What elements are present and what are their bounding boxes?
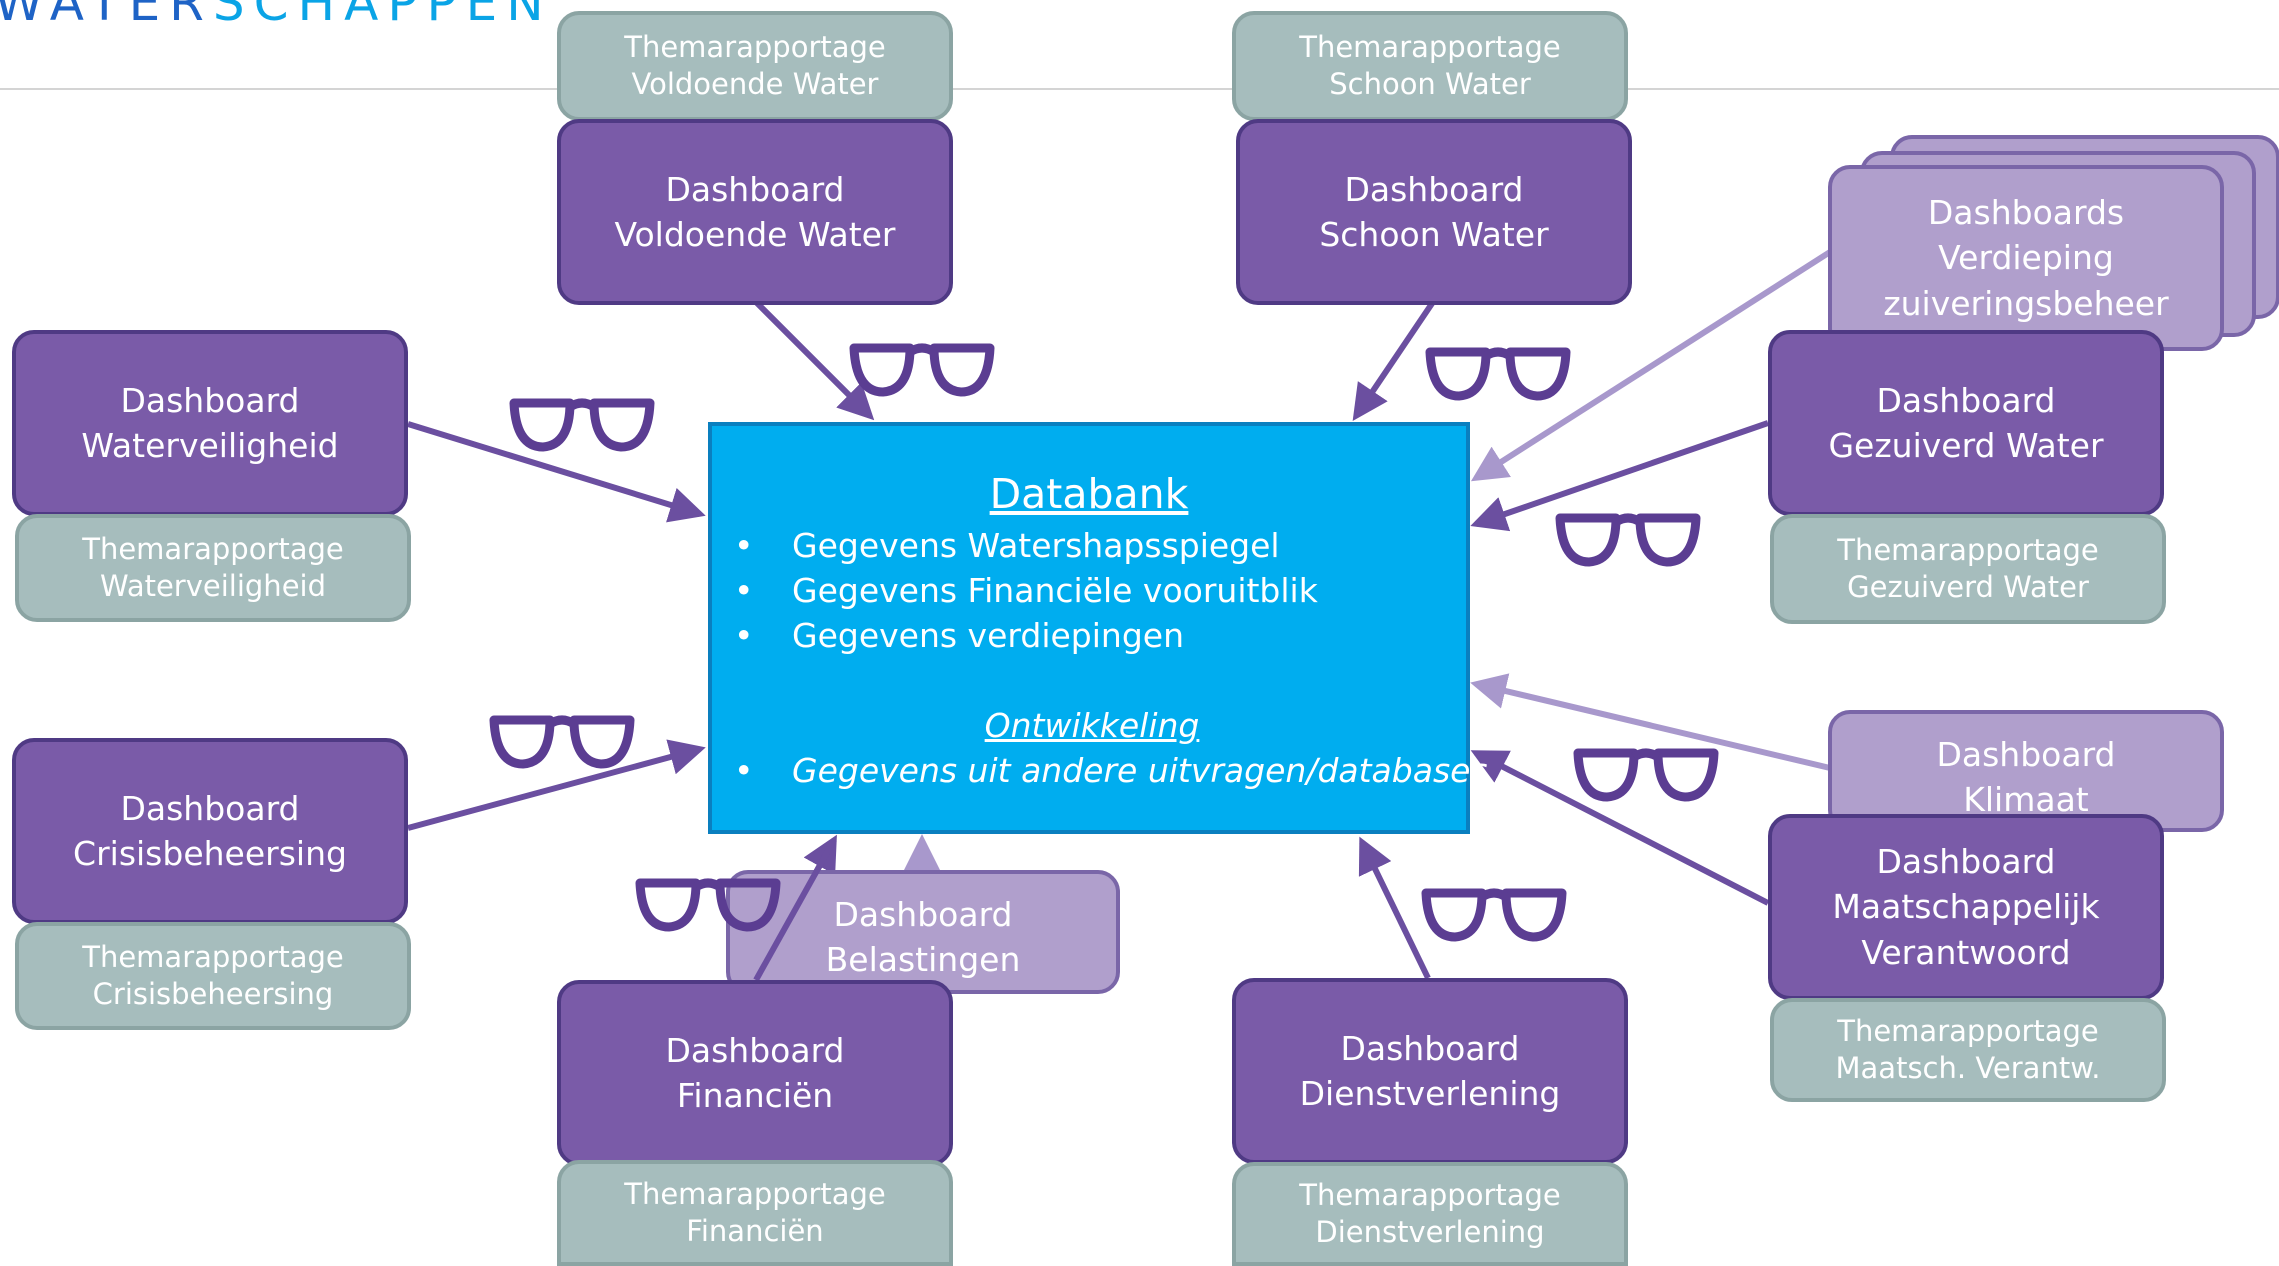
arrow-verdieping [1470, 249, 1832, 482]
dashboard-crisisbeheersing[interactable]: Dashboard Crisisbeheersing [12, 738, 408, 924]
dashboard-maatschappelijk-verantwoord[interactable]: Dashboard Maatschappelijk Verantwoord [1768, 814, 2164, 1000]
divider [0, 88, 2279, 90]
thema-gezuiverd-water[interactable]: Themarapportage Gezuiverd Water [1770, 514, 2166, 624]
thema-crisisbeheersing[interactable]: Themarapportage Crisisbeheersing [15, 922, 411, 1030]
dashboard-financien[interactable]: Dashboard Financiën [557, 980, 953, 1166]
arrow-schoon-water [1352, 300, 1436, 421]
arrow-waterveiligheid [407, 421, 706, 523]
dashboard-schoon-water[interactable]: Dashboard Schoon Water [1236, 119, 1632, 305]
databank-box[interactable]: Databank •Gegevens Watershapsspiegel •Ge… [708, 422, 1488, 834]
arrow-gezuiverd-water [1470, 420, 1769, 532]
databank-title: Databank [989, 470, 1189, 518]
glasses-icon [640, 883, 776, 927]
thema-waterveiligheid[interactable]: Themarapportage Waterveiligheid [15, 514, 411, 622]
thema-schoon-water[interactable]: Themarapportage Schoon Water [1232, 11, 1628, 121]
arrow-voldoende-water [753, 299, 875, 421]
dashboard-voldoende-water[interactable]: Dashboard Voldoende Water [557, 119, 953, 305]
dashboard-klimaat[interactable]: Dashboard Klimaat [1828, 710, 2224, 832]
dashboard-gezuiverd-water[interactable]: Dashboard Gezuiverd Water [1768, 330, 2164, 516]
thema-voldoende-water[interactable]: Themarapportage Voldoende Water [557, 11, 953, 121]
arrow-dienstverlening [1358, 836, 1431, 980]
thema-maatschappelijk-verantwoord[interactable]: Themarapportage Maatsch. Verantw. [1770, 998, 2166, 1102]
arrow-crisisbeheersing [407, 739, 706, 831]
dashboard-belastingen[interactable]: Dashboard Belastingen [726, 870, 1120, 994]
thema-financien[interactable]: Themarapportage Financiën [557, 1160, 953, 1266]
ontwikkeling-title: Ontwikkeling [984, 706, 1200, 745]
dashboard-dienstverlening[interactable]: Dashboard Dienstverlening [1232, 978, 1628, 1164]
arrow-klimaat [1470, 673, 1831, 771]
logo: WATERSCHAPPEN [0, 0, 553, 32]
thema-dienstverlening[interactable]: Themarapportage Dienstverlening [1232, 1162, 1628, 1266]
dashboard-waterveiligheid[interactable]: Dashboard Waterveiligheid [12, 330, 408, 516]
arrow-maatschappelijk [1470, 750, 1770, 906]
